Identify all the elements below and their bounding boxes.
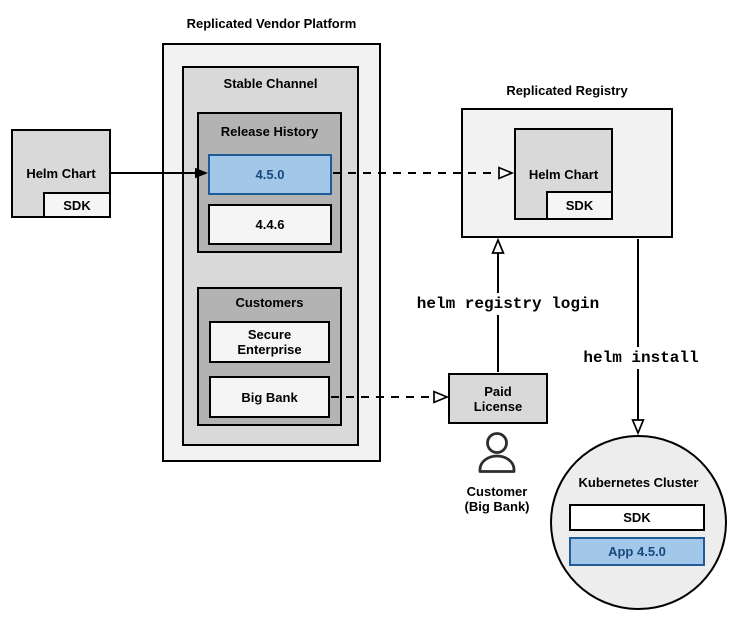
secure-enterprise-line1: Secure [247, 327, 292, 342]
customers-title: Customers [235, 295, 304, 310]
vendor-helm-chart-label: Helm Chart [26, 166, 96, 181]
paid-license-line1: Paid [484, 383, 512, 399]
cluster-sdk-box: SDK [569, 504, 705, 531]
customer-secure-enterprise-box: Secure Enterprise [209, 321, 330, 363]
registry-sdk-label: SDK [565, 198, 594, 213]
registry-sdk-box: SDK [546, 191, 613, 220]
cluster-app-label: App 4.5.0 [608, 544, 666, 559]
secure-enterprise-line2: Enterprise [237, 342, 302, 357]
helm-registry-login-command: helm registry login [398, 293, 618, 315]
registry-title: Replicated Registry [506, 83, 628, 98]
vendor-platform-title: Replicated Vendor Platform [186, 16, 357, 31]
paid-license-line2: License [473, 398, 523, 414]
helm-install-command: helm install [574, 347, 708, 369]
release-4-4-6-label: 4.4.6 [255, 217, 285, 232]
cluster-sdk-label: SDK [623, 510, 651, 525]
release-history-title: Release History [220, 124, 319, 139]
customer-label-line1: Customer [466, 484, 528, 499]
paid-license-box: Paid License [448, 373, 548, 424]
customer-label-line2: (Big Bank) [464, 499, 530, 514]
cluster-app-box: App 4.5.0 [569, 537, 705, 566]
stable-channel-title: Stable Channel [223, 76, 318, 91]
customer-big-bank-box: Big Bank [209, 376, 330, 418]
customer-label: Customer (Big Bank) [447, 484, 547, 514]
release-4-5-0-label: 4.5.0 [255, 167, 285, 182]
registry-helm-chart-label: Helm Chart [528, 166, 599, 182]
kubernetes-cluster-title: Kubernetes Cluster [578, 475, 699, 490]
release-4-5-0-box: 4.5.0 [208, 154, 332, 195]
big-bank-label: Big Bank [241, 389, 298, 405]
person-icon [478, 432, 516, 473]
vendor-sdk-box: SDK [43, 192, 111, 218]
release-4-4-6-box: 4.4.6 [208, 204, 332, 245]
vendor-sdk-label: SDK [63, 197, 91, 213]
arrow-registry-to-cluster [631, 239, 645, 436]
